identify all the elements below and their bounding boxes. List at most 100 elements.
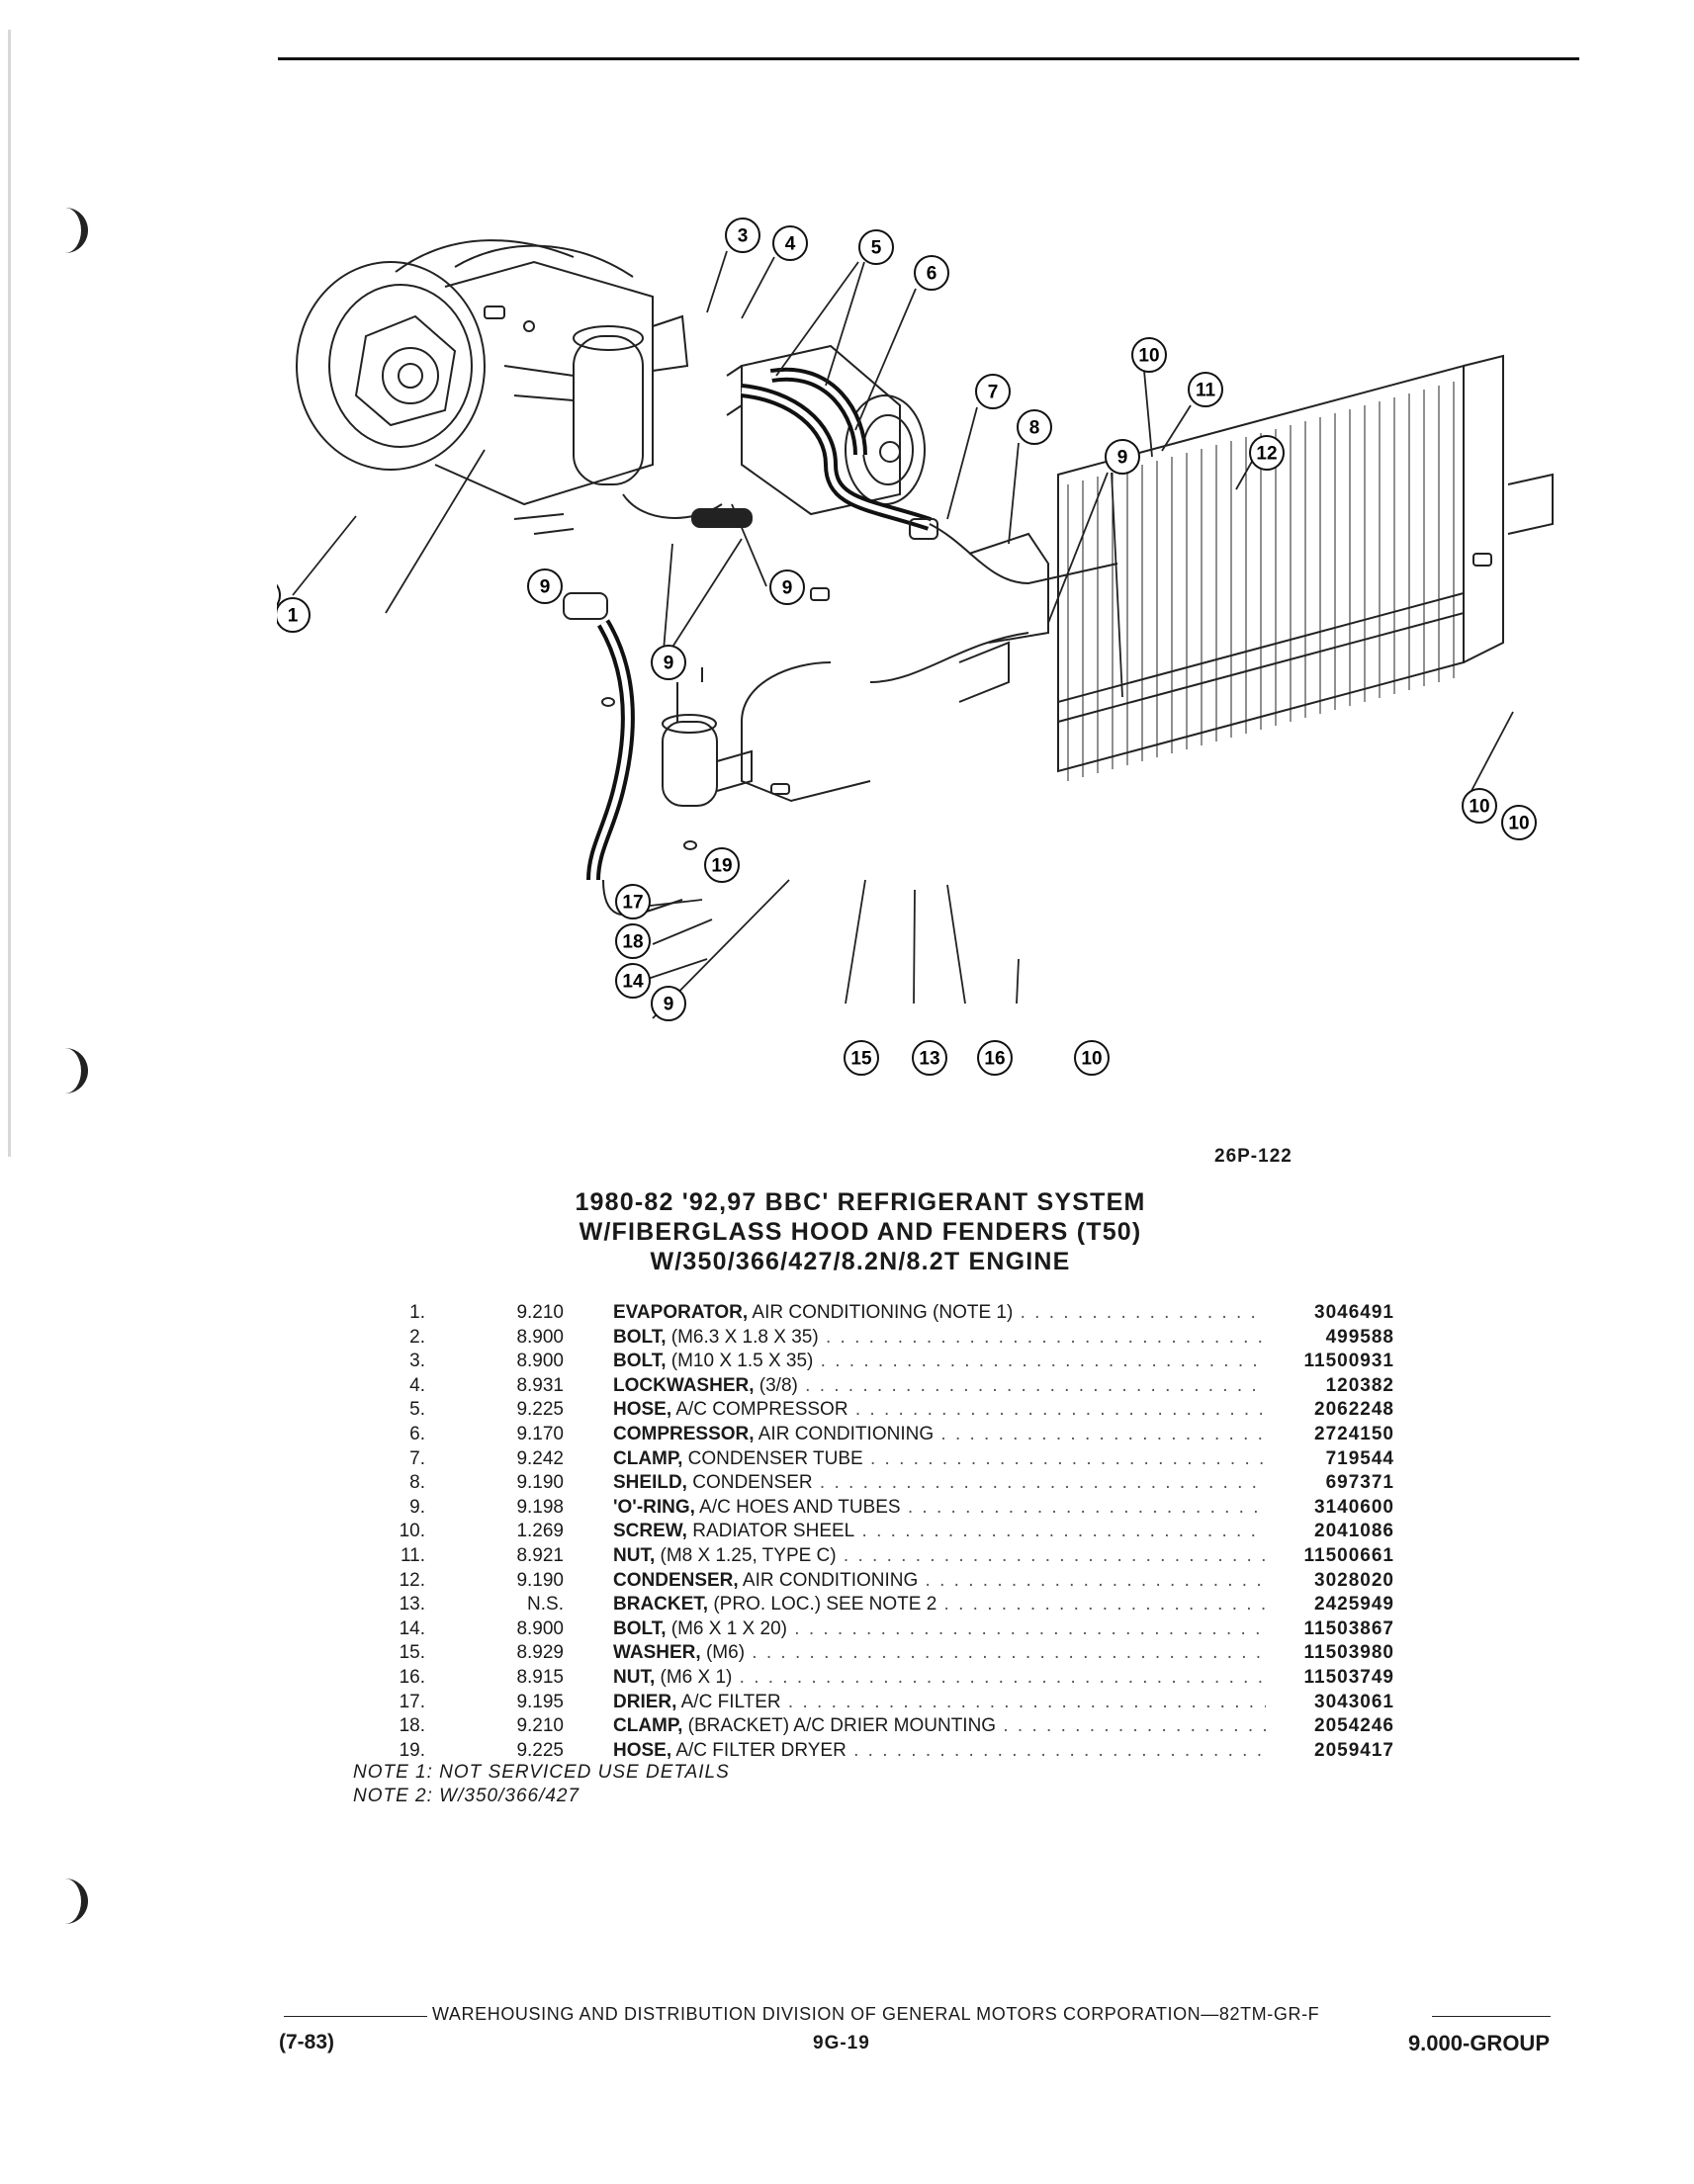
- callout-number: 4: [785, 234, 796, 255]
- part-detail: RADIATOR SHEEL: [686, 1521, 855, 1542]
- dot-leader: . . . . . . . . . . . . . . . . . . . . …: [820, 1351, 1266, 1372]
- dot-leader: . . . . . . . . . . . . . . . . . . . . …: [907, 1496, 1266, 1518]
- part-description: WASHER, (M6) . . . . . . . . . . . . . .…: [613, 1641, 1266, 1666]
- callout-circle: [858, 229, 894, 265]
- part-description: HOSE, A/C FILTER DRYER . . . . . . . . .…: [613, 1739, 1266, 1764]
- part-number: 2059417: [1314, 1739, 1394, 1761]
- footer-date: (7-83): [279, 2031, 335, 2053]
- dot-leader: . . . . . . . . . . . . . . . . . . . . …: [853, 1739, 1266, 1761]
- callout-number: 10: [1508, 814, 1529, 834]
- group-number: 9.242: [516, 1447, 564, 1469]
- group-number: 8.900: [516, 1351, 564, 1372]
- title-line-1: 1980-82 '92,97 BBC' REFRIGERANT SYSTEM: [575, 1188, 1146, 1216]
- callout-circle: [651, 645, 686, 680]
- group-number: 9.170: [516, 1423, 564, 1444]
- group-number: 8.900: [516, 1326, 564, 1348]
- group-number: 9.210: [516, 1715, 564, 1737]
- part-name: BRACKET,: [613, 1594, 709, 1616]
- part-number: 697371: [1325, 1472, 1394, 1494]
- callout-number: 9: [1117, 448, 1128, 469]
- part-number: 499588: [1325, 1326, 1394, 1348]
- callout-number: 9: [782, 578, 793, 599]
- footer-group: 9.000-GROUP: [1407, 2031, 1550, 2055]
- dot-leader: . . . . . . . . . . . . . . . . . . . . …: [1020, 1302, 1266, 1323]
- drier-drawing: [602, 667, 753, 917]
- callout-circle: [704, 847, 740, 883]
- part-number: 11500931: [1303, 1351, 1394, 1372]
- part-number: 11500661: [1303, 1544, 1394, 1566]
- item-number: 7.: [409, 1447, 425, 1469]
- part-description: BOLT, (M6 X 1 X 20) . . . . . . . . . . …: [613, 1617, 1266, 1642]
- part-name: BOLT,: [613, 1351, 667, 1372]
- callout-number: 1: [288, 606, 299, 627]
- dot-leader: . . . . . . . . . . . . . . . . . . . . …: [805, 1374, 1266, 1396]
- item-number: 18.: [399, 1715, 425, 1737]
- refrigerant-system-diagram: 123456789999910101010111213141516171819: [245, 168, 1602, 1078]
- part-description: HOSE, A/C COMPRESSOR . . . . . . . . . .…: [613, 1398, 1266, 1423]
- group-number: 9.190: [516, 1472, 564, 1494]
- part-detail: (M10 X 1.5 X 35): [666, 1351, 814, 1372]
- part-name: DRIER,: [613, 1691, 677, 1712]
- part-name: 'O'-RING,: [613, 1496, 695, 1518]
- part-detail: (M8 X 1.25, TYPE C): [655, 1544, 837, 1566]
- callout-number: 6: [927, 264, 937, 285]
- part-detail: A/C FILTER: [676, 1691, 781, 1712]
- footer-rule-right: [1432, 2016, 1551, 2017]
- part-name: HOSE,: [613, 1399, 672, 1421]
- binder-edge: [8, 30, 11, 1157]
- part-number: 2425949: [1314, 1594, 1394, 1616]
- callout-circle: [912, 1040, 947, 1076]
- footer-page-number: 9G-19: [813, 2033, 870, 2053]
- item-number: 10.: [399, 1521, 425, 1542]
- callout-circle: [1105, 439, 1140, 475]
- group-number: 9.225: [516, 1739, 564, 1761]
- group-number: 8.900: [516, 1617, 564, 1639]
- callout-number: 7: [988, 383, 999, 403]
- part-description: CONDENSER, AIR CONDITIONING . . . . . . …: [613, 1569, 1266, 1594]
- callout-circle: [1462, 788, 1497, 824]
- part-description: DRIER, A/C FILTER . . . . . . . . . . . …: [613, 1691, 1266, 1715]
- callout-circle: [527, 568, 563, 604]
- part-description: SHEILD, CONDENSER . . . . . . . . . . . …: [613, 1471, 1266, 1496]
- part-description: LOCKWASHER, (3/8) . . . . . . . . . . . …: [613, 1374, 1266, 1399]
- part-number: 2054246: [1314, 1715, 1394, 1737]
- part-description: COMPRESSOR, AIR CONDITIONING . . . . . .…: [613, 1423, 1266, 1447]
- part-number: 2724150: [1314, 1423, 1394, 1444]
- part-name: CONDENSER,: [613, 1569, 739, 1591]
- figure-code: 26P-122: [1214, 1146, 1293, 1167]
- item-number: 16.: [399, 1666, 425, 1688]
- part-detail: (M6): [700, 1642, 746, 1664]
- dot-leader: . . . . . . . . . . . . . . . . . . . . …: [1003, 1715, 1266, 1737]
- item-number: 8.: [409, 1472, 425, 1494]
- part-description: 'O'-RING, A/C HOES AND TUBES . . . . . .…: [613, 1496, 1266, 1521]
- dot-leader: . . . . . . . . . . . . . . . . . . . . …: [861, 1521, 1266, 1542]
- part-name: SCREW,: [613, 1521, 687, 1542]
- binder-hole-top: [61, 208, 88, 253]
- part-name: WASHER,: [613, 1642, 701, 1664]
- compressor-drawing: [726, 344, 926, 516]
- group-number: 9.210: [516, 1302, 564, 1323]
- part-detail: (PRO. LOC.) SEE NOTE 2: [708, 1594, 937, 1616]
- part-detail: (M6.3 X 1.8 X 35): [666, 1326, 819, 1348]
- dot-leader: . . . . . . . . . . . . . . . . . . . . …: [925, 1569, 1266, 1591]
- part-description: BOLT, (M10 X 1.5 X 35) . . . . . . . . .…: [613, 1350, 1266, 1374]
- part-name: COMPRESSOR,: [613, 1423, 755, 1444]
- callout-number: 15: [850, 1049, 872, 1070]
- footer-publisher: WAREHOUSING AND DISTRIBUTION DIVISION OF…: [432, 2004, 1320, 2024]
- title-line-3: W/350/366/427/8.2N/8.2T ENGINE: [650, 1248, 1071, 1275]
- callout-number: 10: [1138, 346, 1159, 367]
- group-number: 9.198: [516, 1496, 564, 1518]
- dot-leader: . . . . . . . . . . . . . . . . . . . . …: [943, 1594, 1266, 1616]
- part-detail: (M6 X 1 X 20): [666, 1617, 787, 1639]
- callout-circle: [615, 923, 651, 959]
- item-number: 9.: [409, 1496, 425, 1518]
- item-number: 13.: [399, 1594, 425, 1616]
